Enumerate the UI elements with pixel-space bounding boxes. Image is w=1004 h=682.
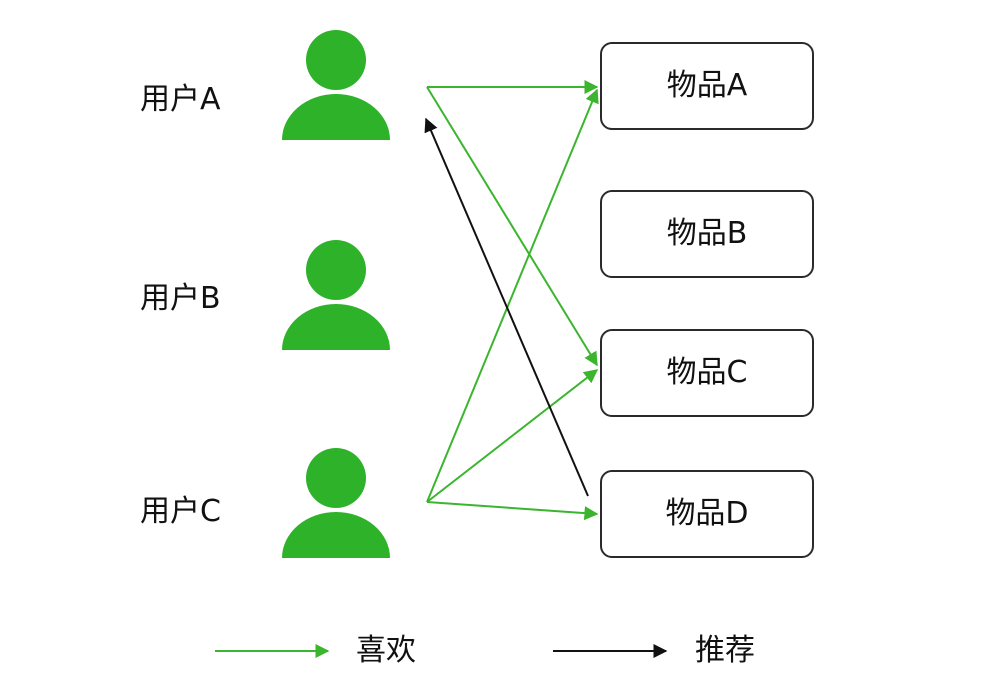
item-box-b: 物品B <box>600 190 814 278</box>
item-label-b: 物品B <box>666 216 748 251</box>
user-label-b: 用户B <box>140 281 221 316</box>
recommend-arrow-itemd-usera <box>424 117 589 497</box>
item-box-c: 物品C <box>600 329 814 417</box>
item-label-c: 物品C <box>666 355 748 390</box>
user-label-c: 用户C <box>140 494 221 529</box>
user-icon <box>282 30 390 140</box>
like-arrow-userc-itema <box>426 88 599 503</box>
item-box-d: 物品D <box>600 470 814 558</box>
like-arrow-userc-itemd <box>426 501 599 521</box>
user-label-a: 用户A <box>140 82 221 117</box>
user-icon <box>282 448 390 558</box>
legend-recommend-label: 推荐 <box>695 633 755 668</box>
like-arrow-userc-itemc <box>426 369 599 503</box>
item-label-a: 物品A <box>666 68 748 103</box>
item-box-a: 物品A <box>600 42 814 130</box>
like-arrow-usera-itemc <box>426 86 598 367</box>
item-label-d: 物品D <box>665 496 749 531</box>
legend-like-label: 喜欢 <box>356 633 416 668</box>
user-icon <box>282 240 390 350</box>
